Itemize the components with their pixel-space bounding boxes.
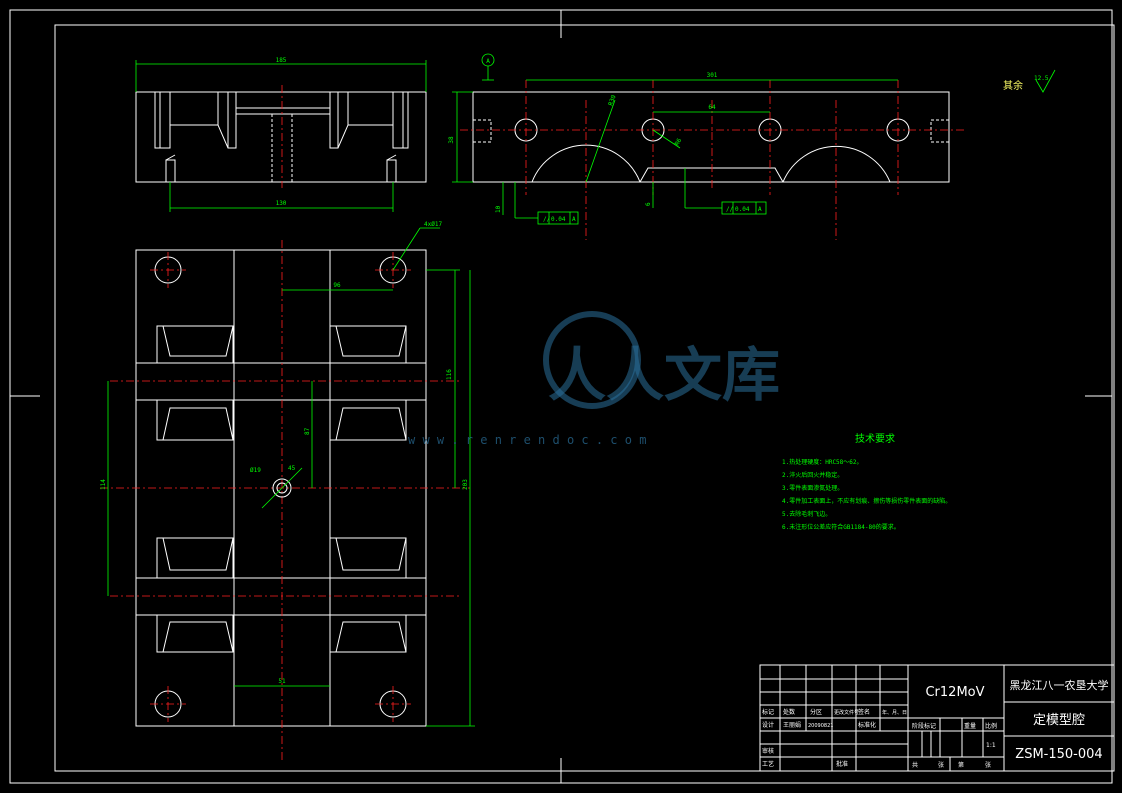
tech-item-4: 4.零件加工表面上，不应有划痕、擦伤等损伤零件表面的缺陷。 [782, 497, 951, 505]
datum-label: A [486, 58, 490, 65]
dim-plan-v2: 87 [304, 427, 311, 435]
tb-sheet-no-unit: 张 [985, 761, 991, 769]
dim-plan-v3: 114 [100, 479, 107, 490]
dim-radius-1: R30 [607, 94, 617, 107]
tb-approve-label: 批准 [836, 760, 848, 768]
watermark-text: 人人文库 [548, 341, 780, 409]
tb-standard-label: 标准化 [858, 721, 876, 729]
tb-scale-label: 比例 [985, 722, 997, 730]
side-view: 185 130 [135, 57, 427, 212]
svg-text://: // [726, 206, 734, 213]
roughness-note: 其余 12.5 [1003, 69, 1056, 93]
tb-design-date: 20090821 [808, 723, 833, 729]
tech-item-6: 6.未注形位公差应符合GB1184-80的要求。 [782, 523, 900, 531]
watermark-url: w w w . r e n r e n d o c . c o m [408, 433, 646, 447]
tech-item-3: 3.零件表面渗氮处理。 [782, 484, 843, 492]
plan-view: Ø19 45 4xØ17 96 116 87 114 203 51 [100, 221, 475, 760]
dim-hole-spec: 4xØ17 [424, 221, 442, 228]
tb-sheets-total: 共 [912, 761, 918, 769]
tol-1-ref: A [572, 216, 576, 223]
tb-sheets-total-unit: 张 [938, 761, 944, 769]
dim-top-height: 38 [448, 136, 455, 144]
tb-sheet-no: 第 [958, 761, 964, 769]
tb-designer: 王丽娟 [783, 721, 801, 729]
dim-small-1: 10 [495, 205, 502, 213]
dim-center-angle: 45 [288, 465, 296, 472]
svg-text://: // [543, 216, 551, 223]
dim-small-2: 6 [645, 202, 652, 206]
tb-h-mark: 标记 [762, 708, 774, 716]
tol-2-value: 0.04 [735, 206, 750, 213]
tb-material: Cr12MoV [925, 685, 984, 700]
dim-plan-v1: 116 [446, 369, 453, 380]
dim-radius-2: R6 [674, 137, 684, 147]
tb-school: 黑龙江八一农垦大学 [1010, 678, 1109, 692]
tb-h-zone: 分区 [810, 708, 822, 716]
tech-requirements: 技术要求 1.热处理硬度：HRC58～62。 2.淬火后回火并稳定。 3.零件表… [782, 432, 951, 531]
dim-top-length: 301 [707, 72, 718, 79]
tb-h-sign: 签名 [858, 708, 870, 716]
tb-scale: 1:1 [986, 742, 996, 749]
tb-h-count: 处数 [783, 708, 795, 716]
roughness-label: 其余 [1003, 79, 1023, 92]
roughness-value: 12.5 [1034, 75, 1049, 82]
tb-design-label: 设计 [762, 721, 774, 729]
tb-process-label: 工艺 [762, 760, 774, 768]
tech-item-1: 1.热处理硬度：HRC58～62。 [782, 458, 863, 466]
title-block: Cr12MoV 黑龙江八一农垦大学 定模型腔 ZSM-150-004 标记 处数… [759, 664, 1115, 772]
tech-item-5: 5.去除毛刺飞边。 [782, 510, 831, 518]
dim-side-inner: 130 [276, 200, 287, 207]
tb-drawing-no: ZSM-150-004 [1015, 747, 1102, 762]
dim-plan-bottom: 51 [278, 678, 286, 685]
tech-title: 技术要求 [855, 432, 895, 445]
dim-top-inner: 64 [708, 104, 716, 111]
tb-weight-label: 重量 [964, 722, 976, 730]
tb-review-label: 审核 [762, 747, 774, 755]
drawing-border [54, 24, 1115, 772]
tb-h-date: 年、月、日 [882, 709, 907, 716]
tb-stage-label: 阶段标记 [912, 722, 936, 730]
dim-side-width: 185 [276, 57, 287, 64]
watermark: 人人文库 w w w . r e n r e n d o c . c o m [408, 311, 780, 447]
tech-item-2: 2.淬火后回火并稳定。 [782, 471, 843, 479]
tol-1-value: 0.04 [551, 216, 566, 223]
section-view: 301 64 38 R30 R6 10 6 // 0.04 A // 0.04 [448, 53, 965, 240]
dim-plan-v4: 203 [462, 479, 469, 490]
tb-h-change: 更改文件号 [834, 709, 859, 716]
dim-plan-h1: 96 [333, 282, 341, 289]
dim-center-hole: Ø19 [250, 467, 261, 474]
tol-2-ref: A [758, 206, 762, 213]
tb-part-name: 定模型腔 [1033, 713, 1085, 728]
